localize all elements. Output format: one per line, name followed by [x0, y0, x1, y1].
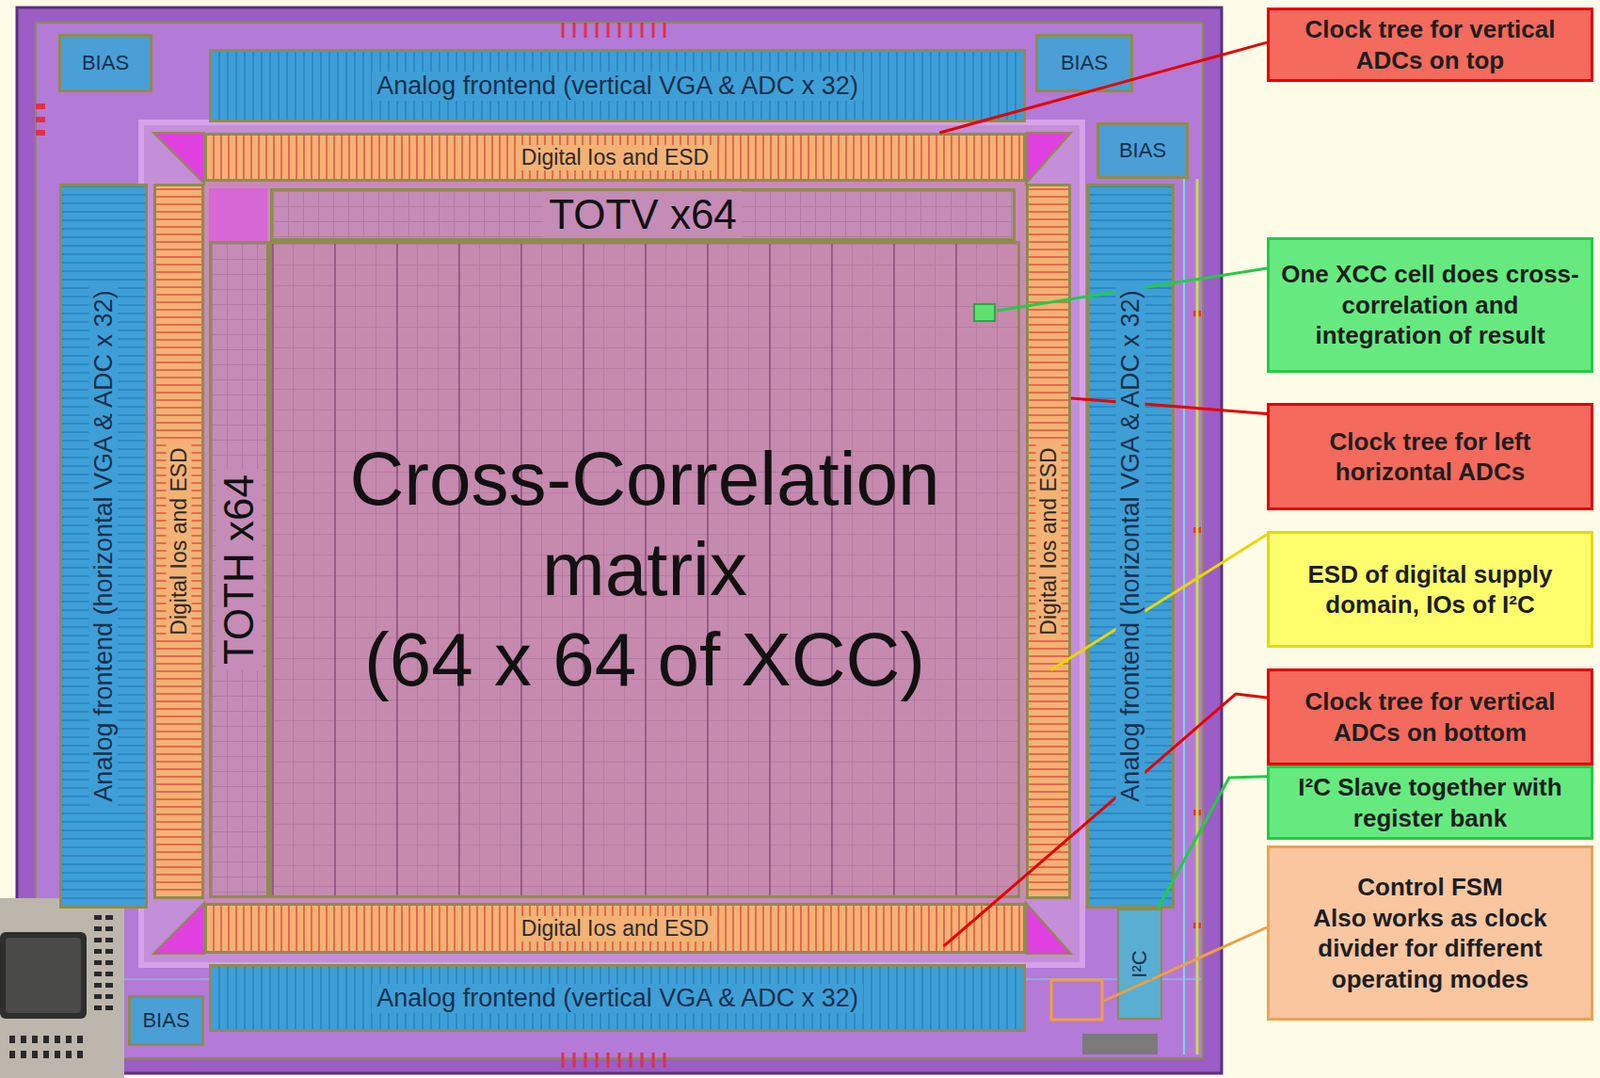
callout-box: One XCC cell does cross- correlation and… — [1266, 237, 1594, 373]
block-label: Digital Ios and ESD — [516, 144, 714, 171]
io-band: Digital Ios and ESD — [204, 902, 1026, 954]
core-area — [204, 181, 1026, 903]
block-label: BIAS — [1057, 50, 1111, 76]
block-label: Digital Ios and ESD — [166, 442, 192, 640]
block-label: Analog frontend (vertical VGA & ADC x 32… — [371, 71, 864, 101]
block-label: TOTH x64 — [215, 468, 263, 671]
core-ring — [35, 22, 1203, 1058]
pads-top — [562, 22, 665, 38]
block-label: BIAS — [139, 1008, 192, 1033]
leader-line — [944, 693, 1267, 946]
analog-frontend: Analog frontend (horizontal VGA & ADC x … — [1086, 183, 1175, 909]
chip-photo — [0, 897, 125, 1078]
tot-band: TOTH x64 — [208, 240, 270, 898]
bias-block: BIAS — [1035, 33, 1134, 93]
callout-text: I²C Slave together with register bank — [1279, 771, 1582, 833]
io-band: Digital Ios and ESD — [153, 183, 205, 899]
analog-frontend: Analog frontend (horizontal VGA & ADC x … — [59, 183, 148, 909]
callout-text: Also works as clock divider for differen… — [1279, 902, 1582, 995]
block-label: Digital Ios and ESD — [1036, 442, 1062, 640]
pads-bottom — [562, 1052, 665, 1068]
bond-pad — [1082, 1033, 1158, 1055]
callout-box: Clock tree for vertical ADCs on bottom — [1266, 668, 1594, 766]
block-label: BIAS — [79, 50, 132, 76]
die — [16, 7, 1222, 1073]
callout-text: Clock tree for left horizontal ADCs — [1279, 426, 1582, 488]
analog-frontend: Analog frontend (vertical VGA & ADC x 32… — [208, 963, 1026, 1032]
leader-line — [1050, 534, 1267, 671]
tot-band: TOTV x64 — [270, 188, 1016, 241]
callout-box: Clock tree for left horizontal ADCs — [1266, 402, 1594, 511]
block-label: TOTV x64 — [543, 191, 743, 239]
block-label: Analog frontend (vertical VGA & ADC x 32… — [371, 983, 864, 1013]
pads-left — [35, 103, 1201, 928]
io-band: Digital Ios and ESD — [204, 132, 1026, 182]
correlation-matrix: Cross-Correlation matrix(64 x 64 of XCC) — [269, 240, 1021, 898]
callout-text: Clock tree for vertical ADCs on top — [1279, 14, 1582, 76]
callout-box: Clock tree for vertical ADCs on top — [1266, 7, 1594, 82]
block-label: Analog frontend (horizontal VGA & ADC x … — [1116, 285, 1146, 806]
block-label: I²C — [1127, 947, 1152, 979]
callout-text: Clock tree for vertical ADCs on bottom — [1279, 686, 1582, 748]
inner-ring — [141, 122, 1083, 965]
corner-block — [208, 188, 268, 241]
i2c-block: I²C — [1117, 908, 1163, 1020]
leader-line — [939, 42, 1267, 133]
callout-text: One XCC cell does cross- correlation and… — [1279, 258, 1582, 352]
io-band: Digital Ios and ESD — [1025, 183, 1072, 899]
bias-block: BIAS — [1096, 122, 1189, 179]
fsm-block — [1051, 979, 1103, 1020]
analog-frontend: Analog frontend (vertical VGA & ADC x 32… — [208, 48, 1026, 123]
xcc-cell — [974, 304, 995, 321]
bias-block: BIAS — [58, 33, 153, 93]
corner-cells — [153, 132, 1072, 954]
callout-text: Control FSM — [1357, 871, 1504, 903]
leader-line — [1104, 927, 1267, 1001]
leader-line — [1157, 776, 1267, 909]
leader-line — [996, 268, 1267, 311]
callout-text: ESD of digital supply domain, IOs of I²C — [1279, 559, 1582, 621]
block-label: BIAS — [1116, 138, 1169, 163]
matrix-title: (64 x 64 of XCC) — [364, 614, 926, 705]
leader-line — [1071, 398, 1267, 414]
callout-box: Control FSMAlso works as clock divider f… — [1266, 845, 1594, 1021]
block-label: Digital Ios and ESD — [516, 915, 714, 942]
supply-wire — [1196, 178, 1200, 1055]
bias-block: BIAS — [128, 994, 205, 1046]
block-label: Analog frontend (horizontal VGA & ADC x … — [89, 285, 119, 806]
callout-box: I²C Slave together with register bank — [1266, 765, 1594, 840]
matrix-title: Cross-Correlation matrix — [279, 433, 1010, 615]
callout-box: ESD of digital supply domain, IOs of I²C — [1266, 530, 1594, 648]
supply-wire — [1183, 178, 1185, 1055]
